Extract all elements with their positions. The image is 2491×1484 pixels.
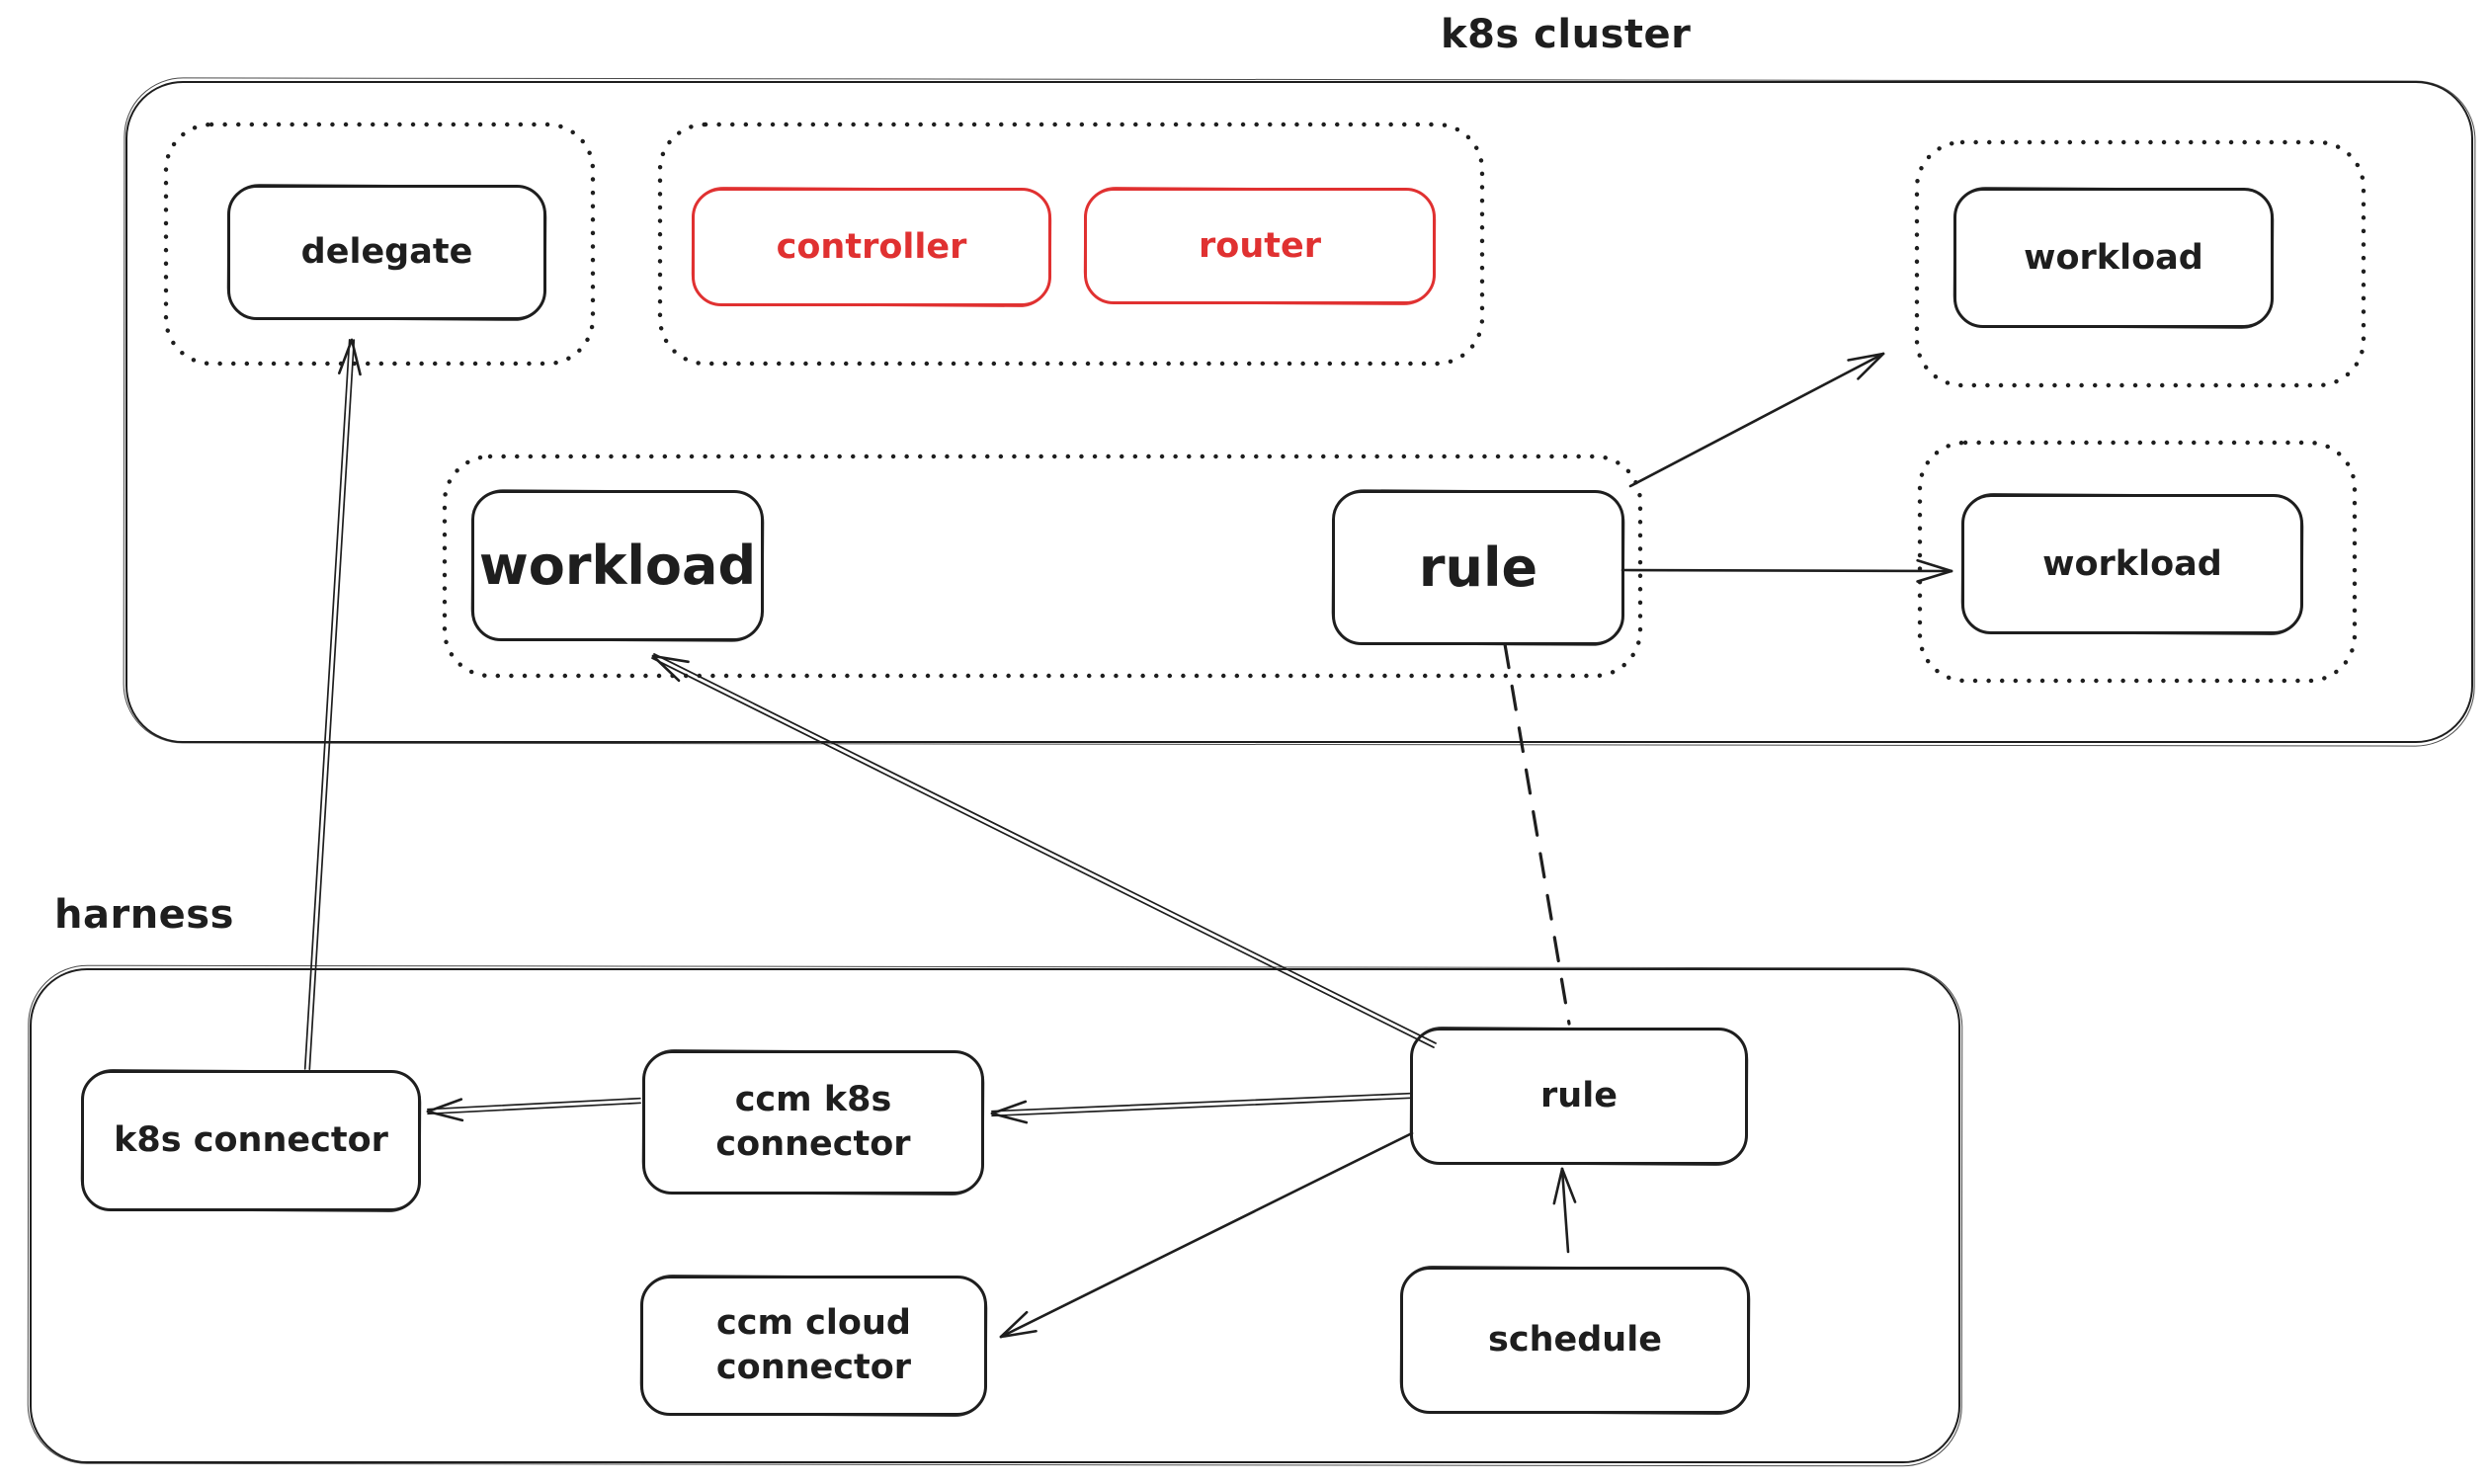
schedule-node: schedule bbox=[1400, 1267, 1750, 1414]
k8s-connector-node: k8s connector bbox=[81, 1070, 421, 1211]
delegate-label: delegate bbox=[300, 232, 473, 273]
workload-top-right-node: workload bbox=[1953, 188, 2274, 328]
rule-harness-node: rule bbox=[1410, 1028, 1748, 1165]
ccm-k8s-connector-node: ccm k8s connector bbox=[642, 1050, 984, 1195]
controller-node: controller bbox=[692, 188, 1051, 306]
harness-label: harness bbox=[54, 892, 234, 938]
rule-harness-label: rule bbox=[1540, 1076, 1618, 1116]
ccm-k8s-connector-label-line2: connector bbox=[715, 1124, 911, 1164]
k8s-cluster-label: k8s cluster bbox=[1441, 12, 1692, 57]
ccm-cloud-connector-label-line1: ccm cloud bbox=[716, 1303, 911, 1344]
router-node: router bbox=[1084, 188, 1436, 304]
delegate-node: delegate bbox=[227, 185, 546, 320]
k8s-connector-label: k8s connector bbox=[114, 1120, 388, 1161]
schedule-label: schedule bbox=[1488, 1320, 1662, 1360]
workload-right-node: workload bbox=[1961, 494, 2303, 634]
ccm-k8s-connector-label-line1: ccm k8s bbox=[734, 1080, 892, 1120]
workload-top-right-label: workload bbox=[2024, 237, 2203, 278]
workload-right-label: workload bbox=[2042, 543, 2222, 584]
workload-main-label: workload bbox=[478, 534, 757, 597]
ccm-cloud-connector-label-line2: connector bbox=[715, 1348, 912, 1387]
controller-label: controller bbox=[776, 226, 967, 267]
workload-main-node: workload bbox=[471, 490, 764, 641]
ccm-cloud-connector-node: ccm cloud connector bbox=[640, 1276, 987, 1416]
rule-k8s-node: rule bbox=[1332, 490, 1624, 645]
router-label: router bbox=[1199, 225, 1321, 266]
k8s-cluster-frame bbox=[125, 81, 2473, 743]
rule-k8s-label: rule bbox=[1418, 536, 1538, 599]
